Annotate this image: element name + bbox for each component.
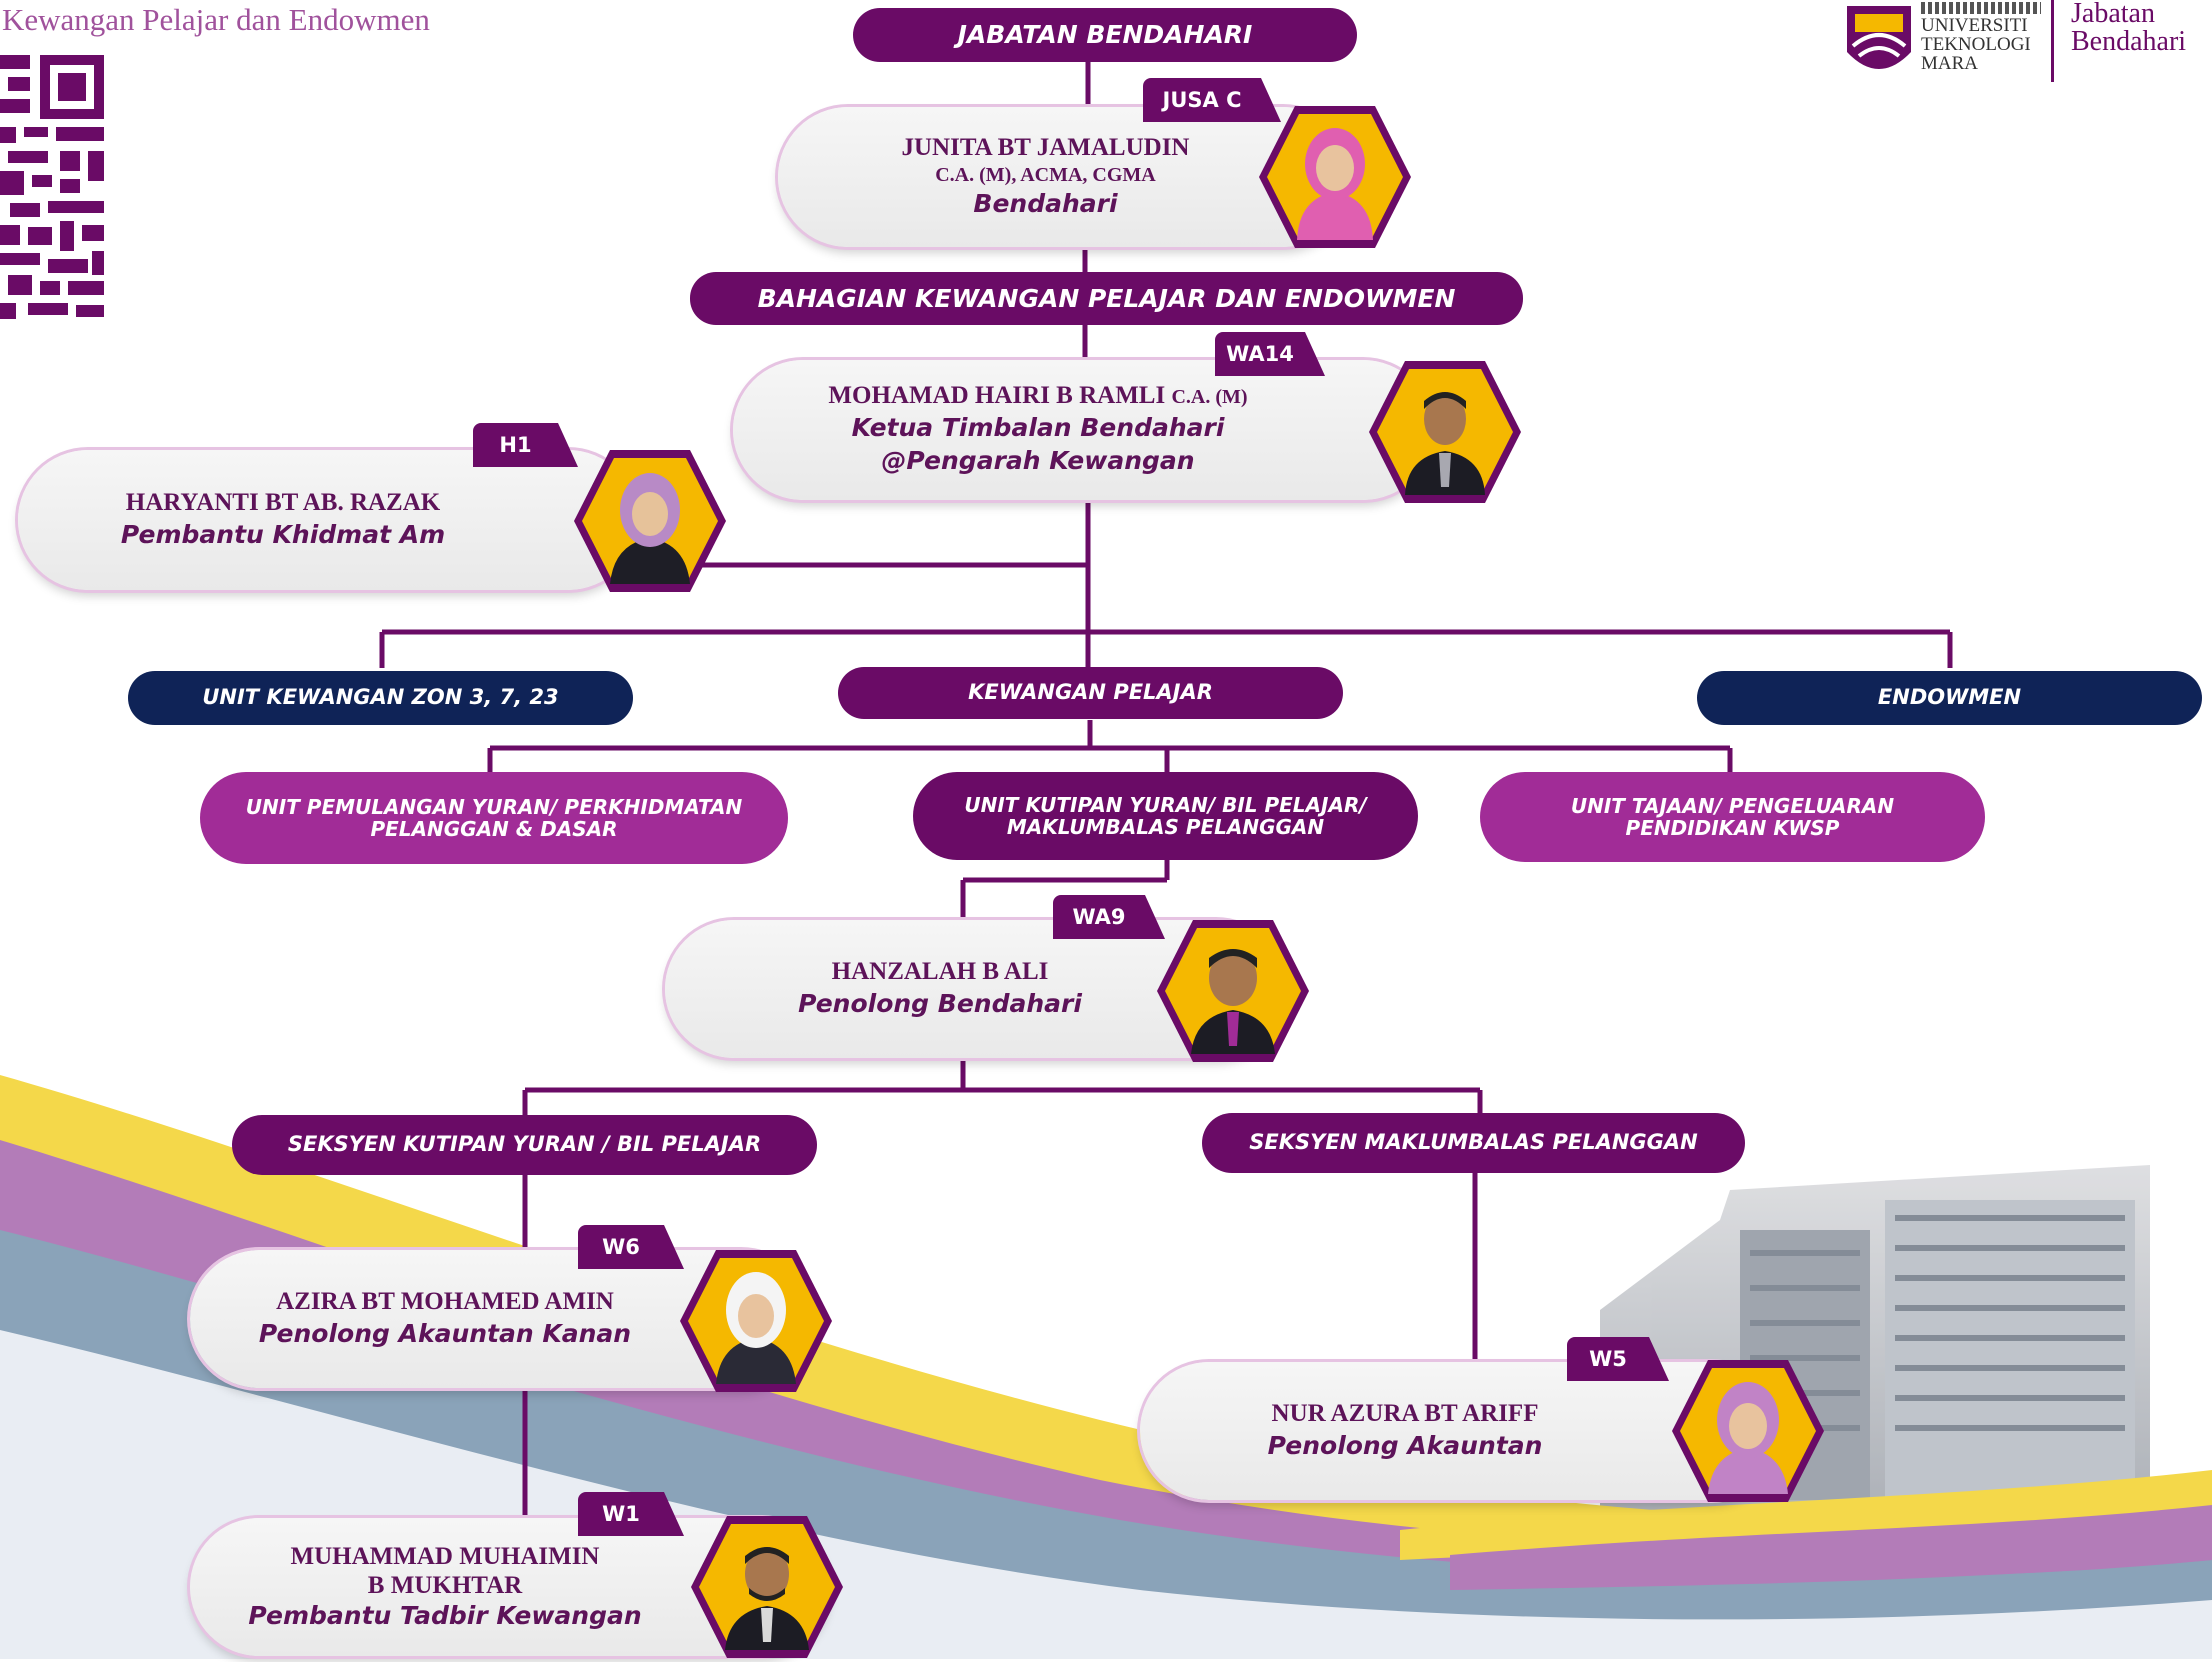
grade-badge: JUSA C	[1143, 78, 1281, 122]
unit-pill: ENDOWMEN	[1697, 671, 2202, 725]
logo-department-line-1: Jabatan	[2071, 0, 2155, 29]
jawi-script-mark	[1921, 2, 2041, 14]
staff-position-line-2: @Pengarah Kewangan	[881, 446, 1195, 476]
avatar-photo-accountant	[1672, 1360, 1824, 1502]
avatar-photo-director	[1369, 361, 1521, 503]
staff-position: Pembantu Khidmat Am	[120, 519, 446, 549]
staff-card-general: HARYANTI BT AB. RAZAK Pembantu Khidmat A…	[18, 450, 638, 590]
division-pill: BAHAGIAN KEWANGAN PELAJAR DAN ENDOWMEN	[690, 272, 1523, 325]
staff-credentials: C.A. (M)	[1171, 385, 1248, 408]
avatar-photo-admin	[691, 1516, 843, 1658]
logo-university-line-3: MARA	[1921, 53, 1979, 74]
staff-card-bendahari: JUNITA BT JAMALUDIN C.A. (M), ACMA, CGMA…	[778, 107, 1353, 247]
logo-university-line-2: TEKNOLOGI	[1921, 34, 2031, 55]
staff-card-director: MOHAMAD HAIRI B RAMLI C.A. (M) Ketua Tim…	[733, 360, 1433, 500]
avatar-photo-assistant-treasurer	[1157, 920, 1309, 1062]
sub-unit-pill: UNIT KUTIPAN YURAN/ BIL PELAJAR/MAKLUMBA…	[913, 772, 1418, 860]
avatar-photo-senior-accountant	[680, 1250, 832, 1392]
staff-name-line-2: B MUKHTAR	[367, 1572, 523, 1599]
staff-name: JUNITA BT JAMALUDIN	[901, 133, 1190, 161]
grade-badge: WA9	[1053, 895, 1165, 939]
staff-position: Penolong Bendahari	[798, 988, 1082, 1018]
staff-name: AZIRA BT MOHAMED AMIN	[276, 1287, 614, 1315]
avatar-photo-bendahari	[1259, 106, 1411, 248]
qr-code	[0, 55, 104, 319]
staff-position: Penolong Akauntan Kanan	[258, 1318, 632, 1348]
staff-name: MOHAMAD HAIRI B RAMLI	[828, 381, 1166, 409]
section-pill: SEKSYEN KUTIPAN YURAN / BIL PELAJAR	[232, 1115, 817, 1175]
unit-pill: KEWANGAN PELAJAR	[838, 667, 1343, 719]
staff-position: Ketua Timbalan Bendahari	[851, 412, 1225, 442]
uitm-logo: UNIVERSITI TEKNOLOGI MARA Jabatan Bendah…	[1843, 0, 2212, 86]
logo-department-line-2: Bendahari	[2071, 26, 2187, 57]
grade-badge: W6	[578, 1225, 684, 1269]
grade-badge: W1	[578, 1492, 684, 1536]
avatar-photo-general	[574, 450, 726, 592]
staff-credentials: C.A. (M), ACMA, CGMA	[935, 163, 1156, 186]
staff-name: NUR AZURA BT ARIFF	[1271, 1399, 1539, 1427]
logo-divider	[2051, 0, 2054, 82]
uitm-crest-icon	[1847, 6, 1911, 69]
staff-position: Bendahari	[973, 188, 1118, 218]
staff-name: HANZALAH B ALI	[831, 957, 1049, 985]
grade-badge: WA14	[1215, 332, 1325, 376]
department-pill: JABATAN BENDAHARI	[853, 8, 1357, 62]
section-pill: SEKSYEN MAKLUMBALAS PELANGGAN	[1202, 1113, 1745, 1173]
unit-pill: UNIT KEWANGAN ZON 3, 7, 23	[128, 671, 633, 725]
grade-badge: W5	[1567, 1337, 1669, 1381]
grade-badge: H1	[473, 423, 578, 467]
logo-university-line-1: UNIVERSITI	[1921, 15, 2028, 36]
header-subtitle: Kewangan Pelajar dan Endowmen	[2, 2, 430, 37]
staff-name: MUHAMMAD MUHAIMIN	[290, 1543, 600, 1571]
staff-position: Pembantu Tadbir Kewangan	[248, 1600, 642, 1630]
staff-name-line: MOHAMAD HAIRI B RAMLI C.A. (M)	[828, 382, 1247, 411]
staff-position: Penolong Akauntan	[1267, 1430, 1543, 1460]
staff-name: HARYANTI BT AB. RAZAK	[125, 488, 441, 516]
